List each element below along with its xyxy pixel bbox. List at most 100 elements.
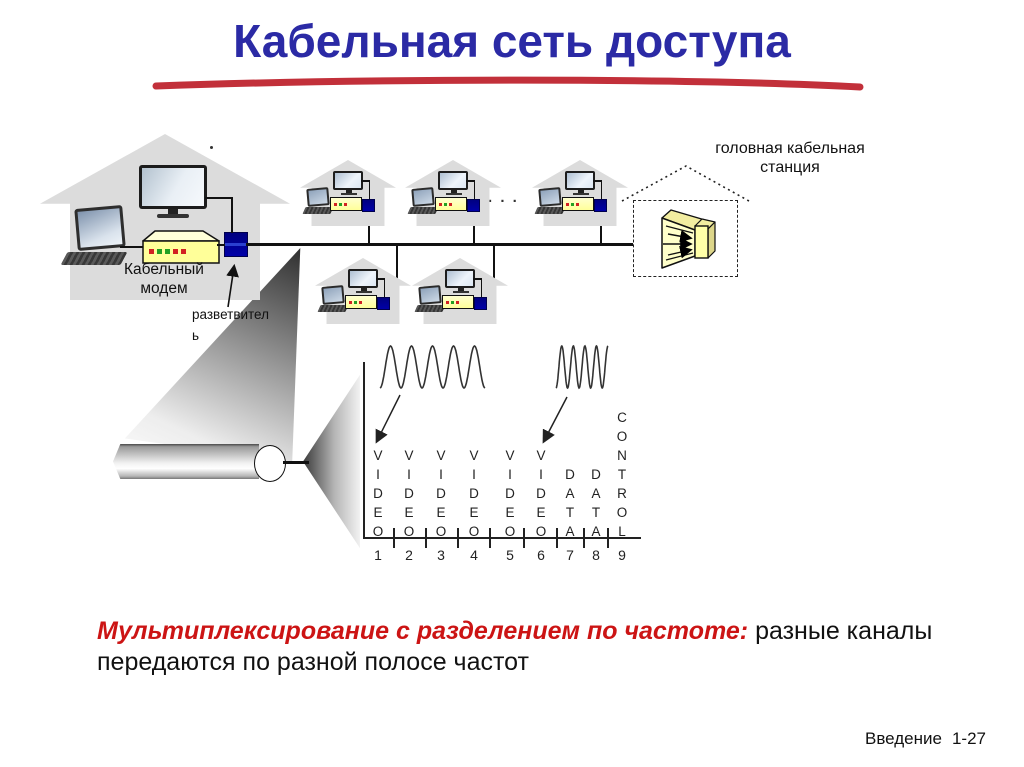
footer-section: Введение (864, 729, 942, 748)
splitter-icon (474, 297, 487, 310)
computer-screen (77, 208, 123, 248)
low-frequency-wave-icon (379, 345, 486, 389)
keyboard-icon (534, 207, 566, 214)
caption-normal: разные каналы передаются по разной полос… (97, 617, 933, 676)
tv-stand (578, 190, 584, 193)
subscriber-house (300, 160, 396, 226)
computer-screen (420, 287, 440, 303)
splitter-stripe (225, 242, 247, 246)
subscriber-house (412, 258, 508, 324)
tv-icon (333, 171, 363, 190)
cable-modem-label: Кабельный модем (124, 261, 204, 297)
splitter-label: разветвитель (192, 307, 269, 343)
tv-line-vertical (600, 180, 603, 199)
splitter-arrow-icon (226, 263, 239, 308)
led-red (566, 202, 569, 206)
axis-tick (489, 528, 491, 548)
spectrum-channel-number: 4 (470, 547, 478, 563)
tv-icon (445, 269, 475, 288)
tv-icon (438, 171, 468, 190)
page-title: Кабельная сеть доступа (233, 15, 791, 67)
led-red (446, 300, 449, 304)
drop-line (396, 245, 398, 302)
led-green (571, 202, 574, 206)
tv-icon (565, 171, 595, 190)
drop-line (493, 245, 495, 302)
spectrum-channel-number: 2 (405, 547, 413, 563)
tv-line-horizontal (376, 278, 385, 280)
tv-line-horizontal (593, 180, 602, 182)
cable-modem-icon (345, 295, 377, 309)
led-green (451, 300, 454, 304)
splitter-icon (362, 199, 375, 212)
sine-waves-icon (375, 344, 609, 444)
cable-modem-icon (562, 197, 594, 211)
spectrum-channel-number: 5 (506, 547, 514, 563)
tv-screen (335, 173, 361, 188)
spectrum-channel-number: 9 (618, 547, 626, 563)
tv-screen (350, 271, 376, 286)
keyboard-icon (407, 207, 439, 214)
keyboard-icon (414, 305, 446, 312)
ellipsis-label: . . . (488, 189, 519, 206)
spectrum-y-axis (363, 362, 365, 539)
spectrum-x-axis (363, 537, 641, 539)
tv-stand (346, 190, 352, 193)
wave2-arrow-icon (542, 396, 568, 444)
led-red (576, 202, 579, 206)
tv-line-vertical (383, 278, 386, 297)
led-red (439, 202, 442, 206)
subscriber-house (405, 160, 501, 226)
tv-screen (447, 271, 473, 286)
cable-modem-icon (442, 295, 474, 309)
high-frequency-wave-icon (555, 344, 609, 390)
cable-line (246, 243, 662, 246)
caption-emphasis: Мультиплексирование с разделением по час… (97, 617, 749, 645)
computer-icon (74, 204, 126, 252)
tv-line-horizontal (205, 197, 233, 199)
spectrum-channel-number: 3 (437, 547, 445, 563)
tv-icon (348, 269, 378, 288)
tv-line-vertical (480, 278, 483, 297)
splitter-icon (594, 199, 607, 212)
pc-modem-line (120, 246, 143, 248)
stray-dot (210, 146, 213, 149)
computer-icon (538, 187, 562, 207)
drop-line (599, 212, 602, 244)
coax-cable-icon (113, 444, 259, 479)
spectrum-channel-number: 8 (592, 547, 600, 563)
led-red (456, 300, 459, 304)
tv-base (446, 193, 462, 195)
coax-center-conductor (283, 461, 309, 464)
tv-line-horizontal (361, 180, 370, 182)
wave1-arrow-icon (375, 394, 401, 444)
axis-tick (556, 528, 558, 548)
tv-icon (139, 165, 207, 209)
tv-stand (451, 190, 457, 193)
computer-icon (306, 187, 330, 207)
tv-line-vertical (473, 180, 476, 199)
headend-roof-icon (621, 165, 750, 202)
drop-line (367, 212, 370, 244)
headend-label: головная кабельная станция (715, 140, 865, 176)
drop-line (472, 212, 475, 244)
keyboard-icon (317, 305, 349, 312)
spectrum-channel-number: 1 (374, 547, 382, 563)
tv-screen (142, 168, 204, 206)
tv-screen (440, 173, 466, 188)
tv-base (453, 291, 469, 293)
splitter-icon (224, 232, 248, 257)
axis-tick (425, 528, 427, 548)
computer-screen (540, 189, 560, 205)
subscriber-house (532, 160, 628, 226)
tv-base (573, 193, 589, 195)
